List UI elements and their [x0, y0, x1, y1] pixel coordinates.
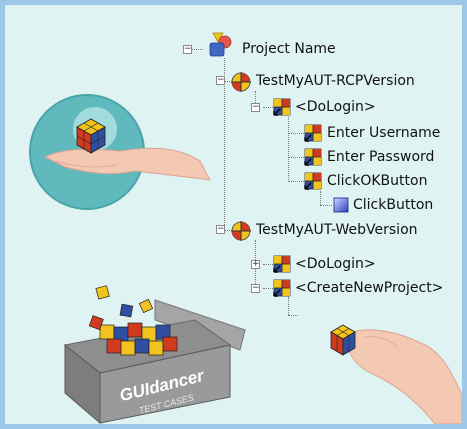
click-button-label[interactable]: ClickButton [353, 197, 434, 213]
test-case-grid-icon [304, 148, 322, 166]
project-shapes-icon [209, 32, 232, 57]
suite-web-collapse-toggle[interactable]: − [216, 224, 225, 234]
tree-connector [224, 81, 230, 82]
enter-password-label[interactable]: Enter Password [327, 149, 435, 165]
tree-connector [224, 58, 225, 231]
test-case-grid-icon [273, 98, 291, 116]
tree-connector [263, 288, 273, 289]
tree-connector [288, 117, 289, 182]
cube-box-illustration: GUIdancer TEST CASES [63, 285, 246, 424]
test-suite-crosshair-icon [231, 72, 251, 92]
illustration-canvas: GUIdancer TEST CASES − Project [5, 5, 462, 424]
tree-connector [320, 191, 321, 205]
enter-username-label[interactable]: Enter Username [327, 125, 441, 141]
dologin-label[interactable]: <DoLogin> [295, 99, 376, 115]
tree-connector [192, 49, 203, 50]
create-new-project-label[interactable]: <CreateNewProject> [295, 280, 444, 296]
test-case-grid-icon [304, 172, 322, 190]
tree-connector [224, 230, 230, 231]
dologin-collapse-toggle[interactable]: − [251, 102, 260, 112]
project-collapse-toggle[interactable]: − [183, 44, 192, 54]
tree-connector [288, 133, 304, 134]
tree-connector [288, 181, 304, 182]
test-suite-crosshair-icon [231, 221, 251, 241]
web-dologin-label[interactable]: <DoLogin> [295, 256, 376, 272]
click-ok-button-label[interactable]: ClickOKButton [327, 173, 428, 189]
tree-connector [320, 205, 332, 206]
hand-holding-cube-illustration [29, 94, 211, 210]
project-name-label[interactable]: Project Name [242, 41, 336, 57]
tree-connector [288, 315, 298, 316]
test-case-grid-icon [304, 124, 322, 142]
suite-web-label[interactable]: TestMyAUT-WebVersion [256, 222, 418, 238]
test-case-grid-icon [273, 279, 291, 297]
tree-connector [255, 91, 256, 107]
create-new-project-collapse-toggle[interactable]: − [251, 283, 260, 293]
test-step-blue-square-icon [333, 197, 349, 213]
dologin-expand-toggle[interactable]: + [251, 259, 260, 269]
suite-rcp-label[interactable]: TestMyAUT-RCPVersion [256, 73, 415, 89]
suite-rcp-collapse-toggle[interactable]: − [216, 75, 225, 85]
test-case-grid-icon [273, 255, 291, 273]
tree-connector [288, 157, 304, 158]
tree-connector [263, 107, 273, 108]
tree-connector [263, 264, 273, 265]
tree-connector [288, 297, 289, 315]
hand-placing-cube-illustration [330, 324, 462, 424]
